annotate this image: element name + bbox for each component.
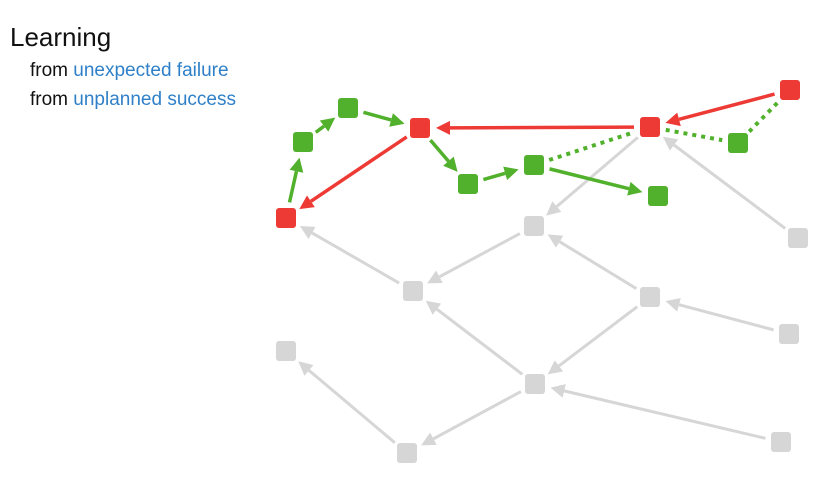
inactive-edge — [427, 232, 521, 284]
arrowhead-icon — [299, 195, 315, 210]
success-node — [648, 186, 668, 206]
success-node — [458, 174, 478, 194]
success-edge — [287, 157, 304, 203]
inactive-edge — [421, 390, 522, 446]
success-edge — [549, 167, 643, 196]
legend-prefix: from — [30, 89, 68, 110]
arrowhead-icon — [503, 166, 519, 181]
inactive-node — [525, 374, 545, 394]
inactive-edge — [546, 136, 639, 216]
arrowhead-icon — [421, 432, 437, 446]
failure-node — [640, 117, 660, 137]
legend-success: from unplanned success — [30, 89, 236, 111]
planned-edge — [665, 127, 723, 143]
legend-prefix: from — [30, 60, 68, 81]
failure-node — [780, 80, 800, 100]
inactive-node — [403, 281, 423, 301]
arrowhead-icon — [289, 157, 304, 173]
inactive-edge — [547, 234, 638, 290]
arrowhead-icon — [547, 234, 564, 248]
arrowhead-icon — [435, 120, 451, 135]
failure-edge — [435, 120, 635, 135]
inactive-edge — [665, 297, 774, 332]
inactive-node — [524, 216, 544, 236]
success-edge — [429, 139, 458, 172]
legend-failure: from unexpected failure — [30, 60, 229, 82]
arrowhead-icon — [662, 136, 679, 151]
arrowhead-icon — [319, 117, 336, 132]
inactive-edge — [547, 305, 639, 375]
arrowhead-icon — [665, 112, 681, 127]
inactive-node — [640, 287, 660, 307]
arrowhead-icon — [299, 225, 316, 240]
arrowhead-icon — [443, 156, 458, 172]
success-edge — [314, 117, 336, 134]
arrowhead-icon — [665, 297, 681, 312]
inactive-node — [397, 443, 417, 463]
success-node — [728, 133, 748, 153]
arrowhead-icon — [389, 113, 405, 127]
arrowhead-icon — [425, 300, 442, 315]
arrowhead-icon — [547, 360, 564, 375]
success-edge — [362, 110, 405, 127]
success-node — [293, 132, 313, 152]
legend-success-label: unplanned success — [73, 89, 236, 110]
success-node — [338, 98, 358, 118]
arrowhead-icon — [550, 384, 566, 398]
failure-edge — [299, 135, 408, 210]
inactive-node — [771, 432, 791, 452]
arrowhead-icon — [627, 181, 643, 196]
failure-node — [410, 118, 430, 138]
failure-node — [276, 208, 296, 228]
success-edge — [482, 166, 519, 182]
arrowhead-icon — [427, 270, 443, 284]
arrowhead-icon — [298, 361, 314, 376]
inactive-node — [779, 324, 799, 344]
inactive-node — [276, 341, 296, 361]
inactive-node — [788, 228, 808, 248]
inactive-edge — [662, 136, 787, 230]
inactive-edge — [298, 361, 396, 444]
inactive-edge — [550, 384, 766, 440]
legend-failure-label: unexpected failure — [73, 60, 229, 81]
planned-edge — [548, 130, 636, 162]
failure-edge — [665, 92, 775, 127]
inactive-edge — [299, 225, 400, 285]
title: Learning — [10, 22, 112, 52]
planned-edge — [747, 100, 781, 133]
inactive-edge — [425, 300, 524, 376]
arrowhead-icon — [546, 201, 562, 216]
success-node — [524, 155, 544, 175]
